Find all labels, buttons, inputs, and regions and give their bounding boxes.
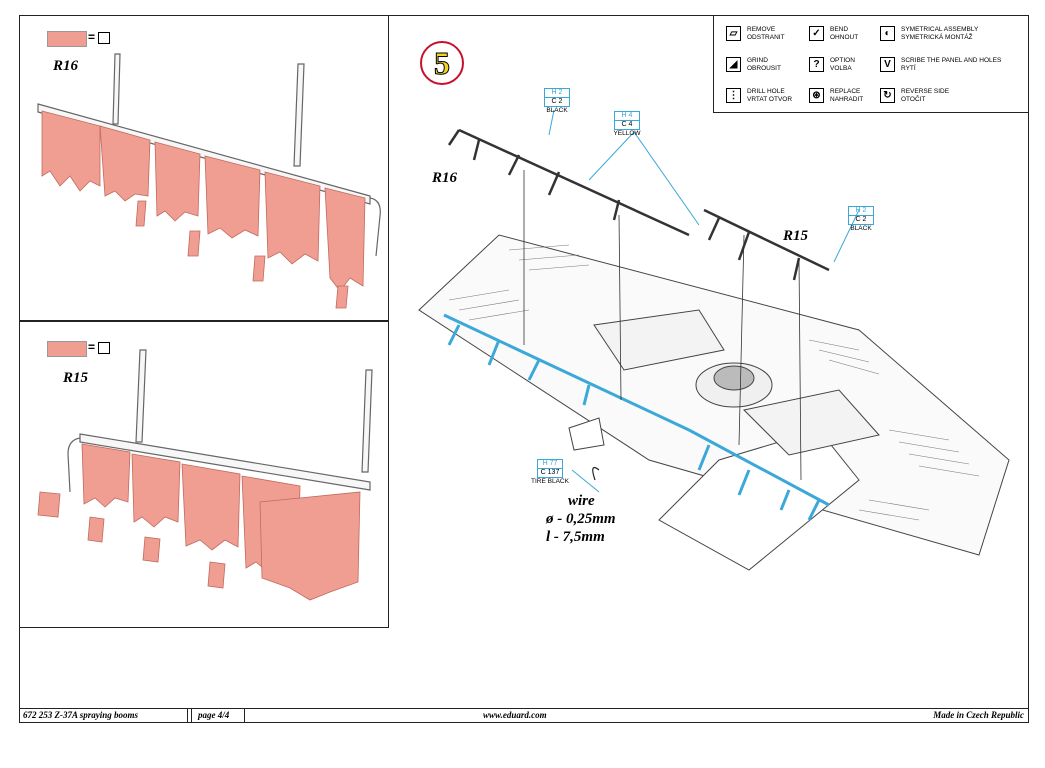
photoetch-swatch (47, 341, 87, 357)
part-label-r16: R16 (53, 58, 79, 74)
footer-url: www.eduard.com (483, 710, 547, 720)
footer-bar: 672 253 Z-37A spraying booms page 4/4 ww… (19, 708, 1029, 723)
part-label-r15: R15 (63, 370, 89, 386)
wire-diameter: ø - 0,25mm (546, 511, 616, 527)
footer-made-in: Made in Czech Republic (933, 710, 1024, 720)
panel-r15: = R15 (19, 321, 389, 628)
r16-boom-illustration (37, 53, 381, 309)
remove-icon: ▱ (726, 26, 741, 41)
remove-icon (98, 342, 110, 354)
wire-spec: wire ø - 0,25mm l - 7,5mm (546, 492, 616, 546)
reverse-side-icon: ↻ (880, 88, 895, 103)
footer-product: 672 253 Z-37A spraying booms (23, 710, 139, 720)
wire-title: wire (568, 493, 595, 509)
symmetrical-assembly-icon: ◐ (880, 26, 895, 41)
grind-icon: ◢ (726, 57, 741, 72)
main-assembly-drawing (418, 109, 1010, 571)
photoetch-swatch (47, 31, 87, 47)
r15-boom-illustration (37, 349, 373, 601)
r16-photoetch-blades (41, 110, 366, 309)
legend-equals: = (88, 30, 96, 44)
remove-icon (98, 32, 110, 44)
replace-icon: ⊛ (809, 88, 824, 103)
legend-equals: = (88, 340, 96, 354)
detached-booms (447, 128, 830, 281)
scribe-icon: V (880, 57, 895, 72)
r15-photoetch-blades (37, 443, 361, 601)
bend-icon: ✓ (809, 26, 824, 41)
installed-booms-blue (443, 313, 830, 521)
footer-page: page 4/4 (198, 710, 230, 720)
step-number-badge: 5 (420, 41, 464, 85)
wire-length: l - 7,5mm (546, 529, 605, 545)
part-label-r15-main: R15 (783, 228, 809, 244)
panel-r16: = R16 (19, 15, 389, 321)
drill-hole-icon: ⋮ (726, 88, 741, 103)
part-label-r16-main: R16 (432, 170, 458, 186)
option-icon: ? (809, 57, 824, 72)
